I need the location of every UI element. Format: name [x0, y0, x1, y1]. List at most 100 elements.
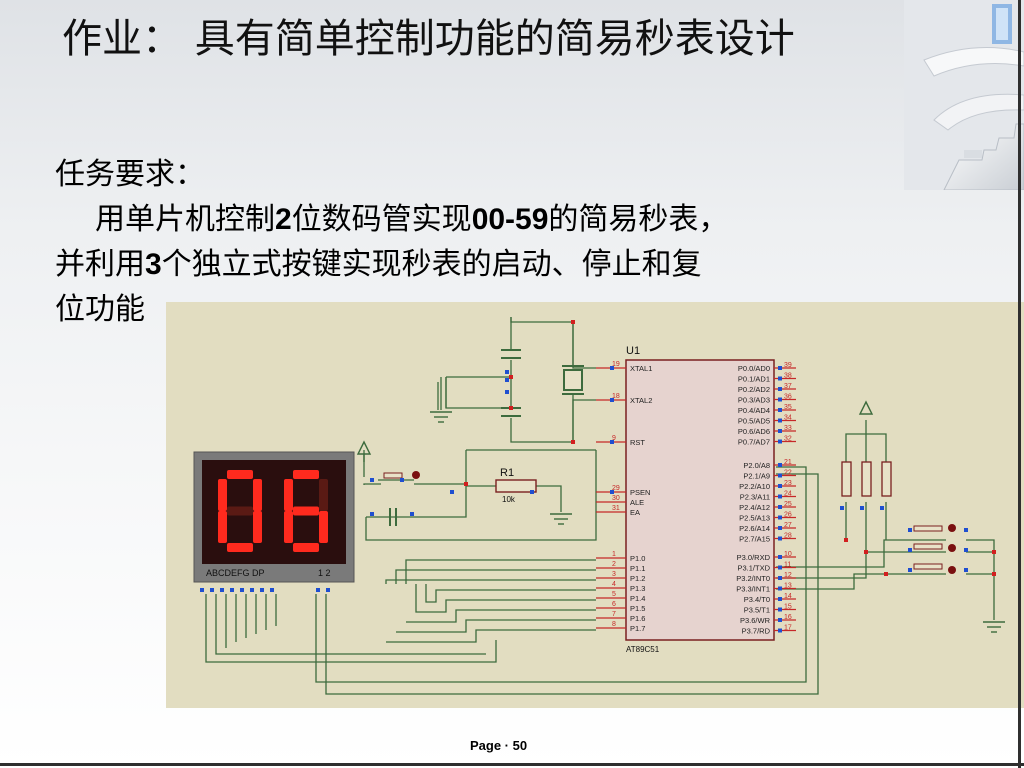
pin-number: 4: [612, 581, 616, 588]
task-text: 用单片机控制: [95, 202, 275, 237]
pin-number: 34: [784, 415, 792, 422]
node-dot: [370, 512, 374, 516]
pin-marker: [778, 366, 782, 370]
segment-e: [218, 511, 227, 543]
pin-number: 35: [784, 404, 792, 411]
pin-number: 11: [784, 562, 791, 569]
resistor-value: 10k: [502, 495, 516, 504]
pin-number: 25: [784, 501, 792, 508]
pin-number: 22: [784, 470, 792, 477]
pin-number: 19: [612, 361, 620, 368]
pin-marker: [778, 576, 782, 580]
pin-name: P0.2/AD2: [738, 385, 770, 394]
pin-name: P2.4/A12: [739, 503, 770, 512]
wires: [205, 317, 995, 695]
pin-number: 3: [612, 571, 616, 578]
segment-d: [227, 543, 253, 552]
resistor-ref: R1: [500, 467, 514, 479]
node-dot: [260, 588, 264, 592]
pin-name: XTAL1: [630, 364, 652, 373]
pin-number: 30: [612, 495, 620, 502]
pin-marker: [778, 526, 782, 530]
pin-marker: [778, 484, 782, 488]
pin-marker: [778, 463, 782, 467]
pin-name: P3.3/INT1: [736, 585, 770, 594]
pin-name: P0.3/AD3: [738, 396, 770, 405]
pin-name: P0.0/AD0: [738, 364, 770, 373]
seven-segment-display: ABCDEFG DP 1 2: [193, 451, 355, 583]
pin-number: 2: [612, 561, 616, 568]
node-dot: [840, 506, 844, 510]
pin-number: 32: [784, 436, 792, 443]
node-dot: [530, 490, 534, 494]
node-dot: [230, 588, 234, 592]
pin-name: P2.6/A14: [739, 524, 770, 533]
pin-name: P2.0/A8: [743, 461, 770, 470]
pin-name: P2.5/A13: [739, 514, 770, 523]
node-dot: [200, 588, 204, 592]
pin-marker: [778, 387, 782, 391]
junction-dot: [571, 440, 575, 444]
pin-name: EA: [630, 508, 640, 517]
pin-name: P1.3: [630, 584, 645, 593]
pin-number: 23: [784, 480, 792, 487]
node-dot: [505, 370, 509, 374]
pin-number: 1: [612, 551, 616, 558]
pin-name: P1.1: [630, 564, 645, 573]
pin-number: 26: [784, 512, 792, 519]
pin-number: 6: [612, 601, 616, 608]
pin-marker: [778, 439, 782, 444]
pin-number: 27: [784, 522, 792, 529]
chip-right-pins: 39P0.0/AD038P0.1/AD137P0.2/AD236P0.3/AD3…: [736, 362, 796, 636]
node-dot: [450, 490, 454, 494]
pin-marker: [778, 408, 782, 412]
pin-marker: [778, 555, 782, 559]
pin-name: P3.1/TXD: [737, 564, 770, 573]
node-dot: [610, 398, 614, 402]
pin-name: P3.6/WR: [740, 616, 771, 625]
pin-marker: [778, 607, 782, 612]
pin-name: P3.0/RXD: [737, 553, 771, 562]
pin-marker: [778, 376, 782, 381]
pin-name: P0.1/AD1: [738, 375, 770, 384]
ground-symbols: [430, 411, 1005, 633]
pin-marker: [778, 505, 782, 509]
pin-marker: [778, 536, 782, 541]
node-dot: [316, 588, 320, 592]
pin-number: 24: [784, 491, 792, 498]
segment-d: [293, 543, 319, 552]
pin-number: 14: [784, 593, 792, 600]
node-dot: [610, 366, 614, 370]
pin-number: 31: [612, 505, 620, 512]
node-dot: [505, 390, 509, 394]
task-text: 的简易秒表，: [548, 202, 729, 237]
junction-dot: [509, 406, 513, 410]
pin-number: 36: [784, 394, 792, 401]
node-dot: [964, 568, 968, 572]
pin-name: P0.6/AD6: [738, 427, 770, 436]
pin-name: P1.6: [630, 614, 645, 623]
mcu-chip: U1 AT89C51: [625, 345, 775, 654]
pin-name: RST: [630, 438, 645, 447]
task-number: 3: [145, 248, 162, 281]
connection-nodes: [200, 320, 996, 592]
pin-marker: [778, 515, 782, 520]
segment-labels: ABCDEFG DP: [206, 568, 265, 578]
pin-name: PSEN: [630, 488, 650, 497]
segment-c: [319, 511, 328, 543]
task-line-3: 位功能: [55, 292, 145, 327]
pin-name: P0.7/AD7: [738, 438, 770, 447]
node-dot: [610, 490, 614, 494]
pin-number: 7: [612, 611, 616, 618]
segment-g: [227, 506, 253, 516]
pullup-resistors: [841, 461, 892, 497]
pin-marker: [778, 628, 782, 633]
node-dot: [370, 478, 374, 482]
task-heading: 任务要求：: [55, 157, 205, 192]
digit-labels: 1 2: [318, 568, 331, 578]
pin-marker: [778, 418, 782, 423]
pin-number: 17: [784, 625, 792, 632]
pin-name: P3.5/T1: [744, 606, 770, 615]
pin-marker: [778, 397, 782, 402]
